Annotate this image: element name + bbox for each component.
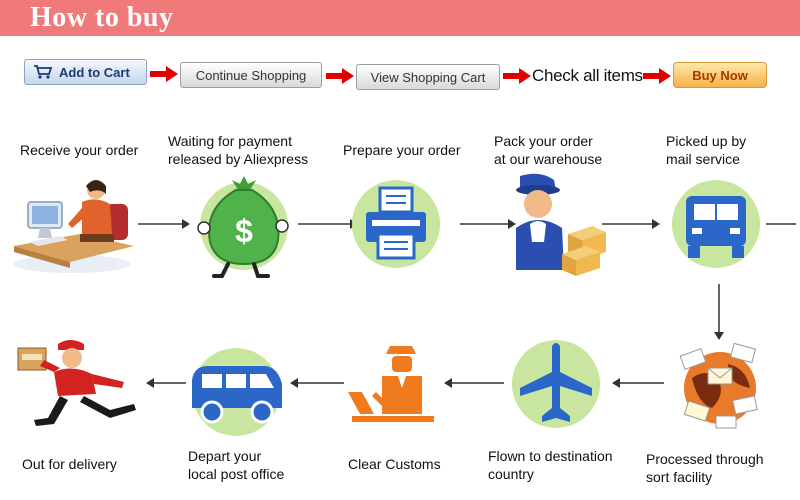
printer-icon <box>352 180 440 268</box>
computer-operator-icon <box>14 180 134 273</box>
arrow-right-icon <box>150 66 178 82</box>
arrow-right-icon <box>503 68 531 84</box>
airplane-icon <box>512 340 600 428</box>
customs-officer-icon <box>348 346 434 422</box>
flow-arrow-down-icon <box>714 284 724 340</box>
step-label-clear-customs: Clear Customs <box>348 456 441 472</box>
flow-arrow-right-icon <box>460 219 516 229</box>
flow-arrow-left-icon <box>290 378 344 388</box>
step-label-receive-order: Receive your order <box>20 142 139 158</box>
flow-arrow-left-icon <box>146 378 186 388</box>
truck-icon <box>672 180 760 268</box>
globe-letters-icon <box>679 342 758 429</box>
flow-arrow-right-icon <box>138 219 190 229</box>
buy-now-button[interactable]: Buy Now <box>673 62 767 88</box>
van-icon <box>192 348 282 436</box>
flow-arrow-left-icon <box>612 378 664 388</box>
flow-arrow-left-icon <box>444 378 504 388</box>
page-title: How to buy <box>30 2 174 33</box>
svg-text:$: $ <box>235 213 253 249</box>
page-header: How to buy <box>0 0 800 36</box>
arrow-right-icon <box>326 68 354 84</box>
flow-arrow-right-icon <box>602 219 660 229</box>
view-shopping-cart-label: View Shopping Cart <box>370 69 486 85</box>
check-all-items-text: Check all items <box>532 66 643 85</box>
money-bag-icon: $ <box>197 176 289 278</box>
flow-line-icon <box>766 223 796 225</box>
add-to-cart-label: Add to Cart <box>59 64 130 80</box>
delivery-man-icon <box>17 340 136 426</box>
step-label-out-for-delivery: Out for delivery <box>22 456 117 472</box>
cart-icon <box>34 65 53 79</box>
warehouse-worker-icon <box>516 173 606 276</box>
buy-now-label: Buy Now <box>692 67 748 83</box>
add-to-cart-button[interactable]: Add to Cart <box>24 59 147 85</box>
continue-shopping-label: Continue Shopping <box>195 67 307 83</box>
step-label-prepare-order: Prepare your order <box>343 142 461 158</box>
arrow-right-icon <box>643 68 671 84</box>
continue-shopping-button[interactable]: Continue Shopping <box>180 62 322 88</box>
view-shopping-cart-button[interactable]: View Shopping Cart <box>356 64 500 90</box>
